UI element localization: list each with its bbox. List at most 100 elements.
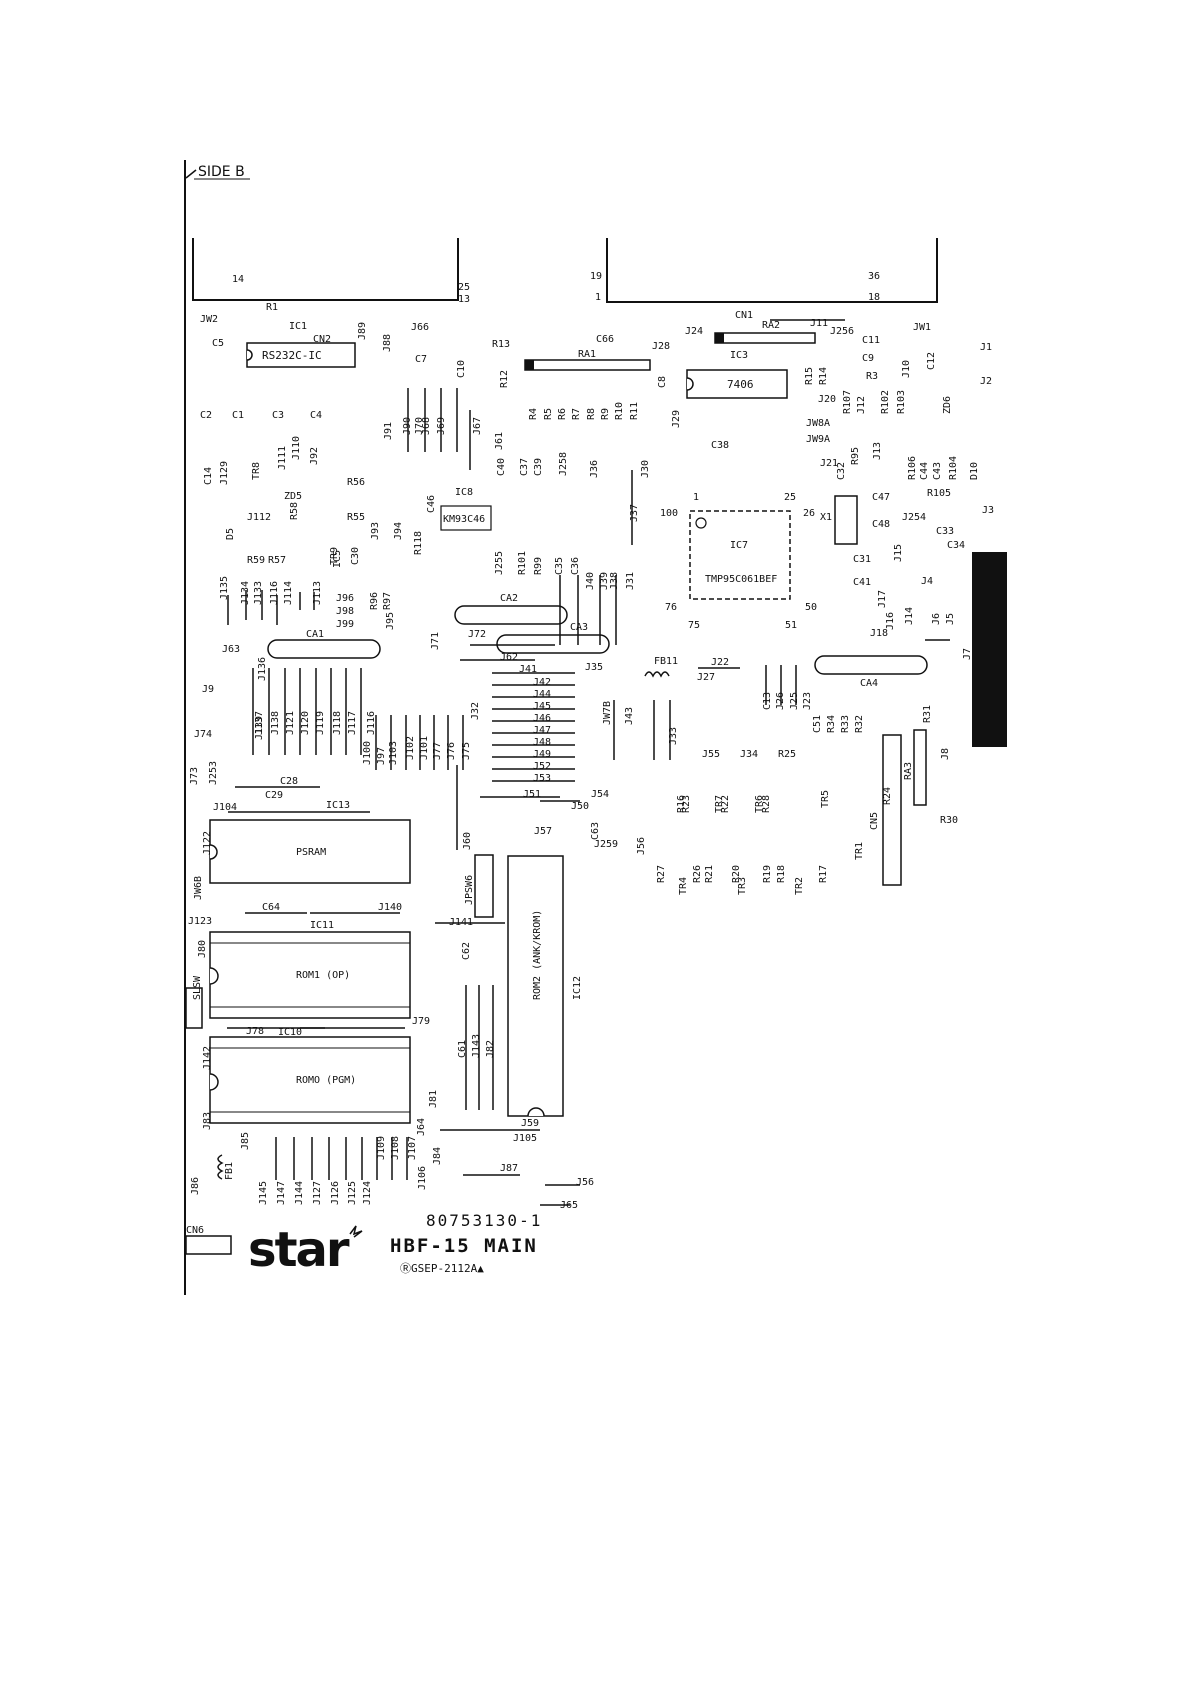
designator-r31: R31 xyxy=(922,705,933,723)
board-footer: 80753130-1 star HBF-15 MAIN ⓇGSEP-2112A▲ xyxy=(248,1211,540,1278)
designator-j102: J102 xyxy=(405,736,416,760)
designator-j143: J143 xyxy=(471,1034,482,1058)
designator-j72: J72 xyxy=(468,629,486,640)
designator-r7: R7 xyxy=(571,408,582,420)
designator-r1: R1 xyxy=(266,302,278,313)
designator-c66: C66 xyxy=(596,334,614,345)
designator-j33: J33 xyxy=(668,727,679,745)
designator-j87: J87 xyxy=(500,1163,518,1174)
ic7-pin-51: 51 xyxy=(785,620,797,631)
cn2-pin-25: 25 xyxy=(458,282,470,293)
designator-c5: C5 xyxy=(212,338,224,349)
designator-c61: C61 xyxy=(457,1040,468,1058)
designator-c2: C2 xyxy=(200,410,212,421)
designator-c48: C48 xyxy=(872,519,890,530)
designator-j127: J127 xyxy=(312,1181,323,1205)
designator-j85: J85 xyxy=(240,1132,251,1150)
designator-j89: J89 xyxy=(357,322,368,340)
designator-c1: C1 xyxy=(232,410,244,421)
designator-j94: J94 xyxy=(393,522,404,540)
ic7-pin-50: 50 xyxy=(805,602,817,613)
designator-j67: J67 xyxy=(472,417,483,435)
designator-j108: J108 xyxy=(390,1136,401,1160)
designator-j126: J126 xyxy=(330,1181,341,1205)
designator-zd6: ZD6 xyxy=(942,396,953,414)
designator-d5: D5 xyxy=(225,528,236,540)
capacitor-array-ca2: CA2 xyxy=(454,593,568,625)
designator-j104: J104 xyxy=(213,802,237,813)
cn1-pin-19: 19 xyxy=(590,271,602,282)
designator-jw9a: JW9A xyxy=(806,434,830,445)
board-name: HBF-15 MAIN xyxy=(390,1235,538,1257)
designator-j83: J83 xyxy=(202,1112,213,1130)
designator-c33: C33 xyxy=(936,526,954,537)
x1-label: X1 xyxy=(820,512,832,523)
designator-j81: J81 xyxy=(428,1090,439,1108)
designator-j78: J78 xyxy=(246,1026,264,1037)
designator-j8: J8 xyxy=(940,748,951,760)
designator-r28: R28 xyxy=(761,795,772,813)
designator-j29: J29 xyxy=(671,410,682,428)
designator-r56: R56 xyxy=(347,477,365,488)
designator-j31: J31 xyxy=(625,572,636,590)
designator-j125: J125 xyxy=(347,1181,358,1205)
designator-j123: J123 xyxy=(188,916,212,927)
ic7-pin-26: 26 xyxy=(803,508,815,519)
designator-c28: C28 xyxy=(280,776,298,787)
designator-j42: J42 xyxy=(533,677,551,688)
designator-j255: J255 xyxy=(494,551,505,575)
connector-cn6: CN6 xyxy=(185,1225,232,1255)
designator-j21: J21 xyxy=(820,458,838,469)
cn5-label: CN5 xyxy=(869,812,880,830)
ic7-pin-1: 1 xyxy=(693,492,699,503)
designator-r34: R34 xyxy=(826,715,837,733)
ic7-pin-100: 100 xyxy=(660,508,678,519)
cn2-pin-14: 14 xyxy=(232,274,244,285)
designator-j62: J62 xyxy=(500,652,518,663)
designator-c63: C63 xyxy=(590,822,601,840)
designator-j80: J80 xyxy=(197,940,208,958)
designator-j35: J35 xyxy=(585,662,603,673)
ic7-pin-75: 75 xyxy=(688,620,700,631)
designator-j109: J109 xyxy=(376,1136,387,1160)
designator-r118: R118 xyxy=(413,531,424,555)
designator-j95: J95 xyxy=(385,612,396,630)
designator-j254: J254 xyxy=(902,512,926,523)
designator-c47: C47 xyxy=(872,492,890,503)
designator-c41: C41 xyxy=(853,577,871,588)
ic11-rom1: IC11 ROM1 (OP) xyxy=(209,920,411,1019)
designator-c43: C43 xyxy=(932,462,943,480)
designator-j26: J26 xyxy=(775,692,786,710)
designator-j138: J138 xyxy=(270,711,281,735)
designator-j12: J12 xyxy=(856,396,867,414)
designator-j111: J111 xyxy=(277,446,288,470)
ic11-ref: IC11 xyxy=(310,920,334,931)
designator-r13: R13 xyxy=(492,339,510,350)
cn1-pin-18: 18 xyxy=(868,292,880,303)
designator-j56: J56 xyxy=(636,837,647,855)
designator-j105: J105 xyxy=(513,1133,537,1144)
ic7-cpu: IC7 TMP95C061BEF 1 25 26 50 51 75 76 100 xyxy=(660,492,817,631)
designator-r24: R24 xyxy=(882,787,893,805)
designator-j71: J71 xyxy=(430,632,441,650)
ic8-ref: IC8 xyxy=(455,487,473,498)
designator-j100: J100 xyxy=(362,741,373,765)
ca4-label: CA4 xyxy=(860,678,878,689)
cn6-label: CN6 xyxy=(186,1225,204,1236)
designator-j36: J36 xyxy=(589,460,600,478)
designator-j119: J119 xyxy=(315,711,326,735)
designator-j116: J116 xyxy=(366,711,377,735)
designator-c12: C12 xyxy=(926,352,937,370)
designator-j101: J101 xyxy=(419,736,430,760)
designator-r55: R55 xyxy=(347,512,365,523)
designator-j23: J23 xyxy=(802,692,813,710)
designator-j84: J84 xyxy=(432,1147,443,1165)
designator-r27: R27 xyxy=(656,865,667,883)
designator-tr1: TR1 xyxy=(854,842,865,860)
designator-j253: J253 xyxy=(208,761,219,785)
designator-j133: J133 xyxy=(253,581,264,605)
ic13-ref: IC13 xyxy=(326,800,350,811)
designator-j56: J56 xyxy=(576,1177,594,1188)
